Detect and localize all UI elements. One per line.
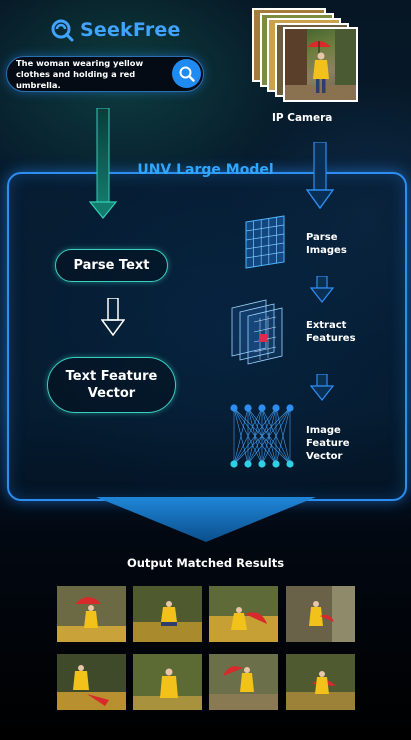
layers-icon xyxy=(231,299,283,365)
text-feature-vector-label: Text Feature Vector xyxy=(65,369,158,401)
search-bar[interactable]: The woman wearing yellow clothes and hol… xyxy=(6,56,204,92)
seekfree-logo-icon xyxy=(51,19,74,42)
extract-features-label: Extract Features xyxy=(306,320,356,344)
parse-images-label: Parse Images xyxy=(306,232,347,256)
text-feature-vector-step: Text Feature Vector xyxy=(47,357,176,413)
arrow-down-icon xyxy=(88,108,118,219)
brand-logo: SeekFree xyxy=(50,18,181,42)
arrow-down-icon xyxy=(310,374,334,402)
result-thumbnail[interactable] xyxy=(57,586,126,642)
parse-text-label: Parse Text xyxy=(73,258,150,273)
output-title: Output Matched Results xyxy=(126,556,285,570)
result-thumbnail[interactable] xyxy=(286,586,355,642)
ip-camera-label: IP Camera xyxy=(272,112,333,124)
model-title: UNV Large Model xyxy=(137,162,274,178)
result-thumbnail[interactable] xyxy=(209,654,278,710)
arrow-down-icon xyxy=(101,298,125,337)
grid-icon xyxy=(245,215,285,269)
result-thumbnail[interactable] xyxy=(209,586,278,642)
image-feature-vector-label: Image Feature Vector xyxy=(306,425,350,462)
parse-text-step: Parse Text xyxy=(55,249,168,282)
search-icon xyxy=(179,66,195,82)
arrow-down-icon xyxy=(310,276,334,304)
network-icon xyxy=(230,404,294,468)
output-funnel xyxy=(96,497,316,542)
search-query[interactable]: The woman wearing yellow clothes and hol… xyxy=(16,57,144,90)
camera-photo xyxy=(283,27,358,102)
result-thumbnail[interactable] xyxy=(57,654,126,710)
result-thumbnail[interactable] xyxy=(286,654,355,710)
model-frame xyxy=(7,172,407,501)
search-button[interactable] xyxy=(172,59,201,88)
result-thumbnail[interactable] xyxy=(133,654,202,710)
arrow-down-icon xyxy=(306,142,334,210)
brand-name: SeekFree xyxy=(80,19,181,41)
result-thumbnail[interactable] xyxy=(133,586,202,642)
